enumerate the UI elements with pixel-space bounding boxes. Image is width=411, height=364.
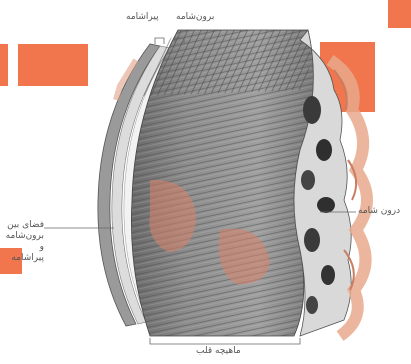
myocardium-bracket xyxy=(150,338,300,344)
pericardium-label: پیراشامه xyxy=(126,12,159,23)
endocardium-label: درون شامه xyxy=(358,206,400,217)
myocardium-label: ماهیچه قلب xyxy=(196,346,241,357)
myocardium-block xyxy=(131,30,313,336)
epicardium-label: برون‌شامه xyxy=(176,12,214,23)
pericardium-bracket xyxy=(155,38,164,44)
pericardial-space-line-3: پیراشامه xyxy=(0,253,44,264)
pericardial-space-line-2: برون‌شامه و xyxy=(0,231,44,253)
pericardial-space-line-1: فضای بین xyxy=(0,220,44,231)
pericardial-space-label: فضای بین برون‌شامه و پیراشامه xyxy=(0,220,44,264)
